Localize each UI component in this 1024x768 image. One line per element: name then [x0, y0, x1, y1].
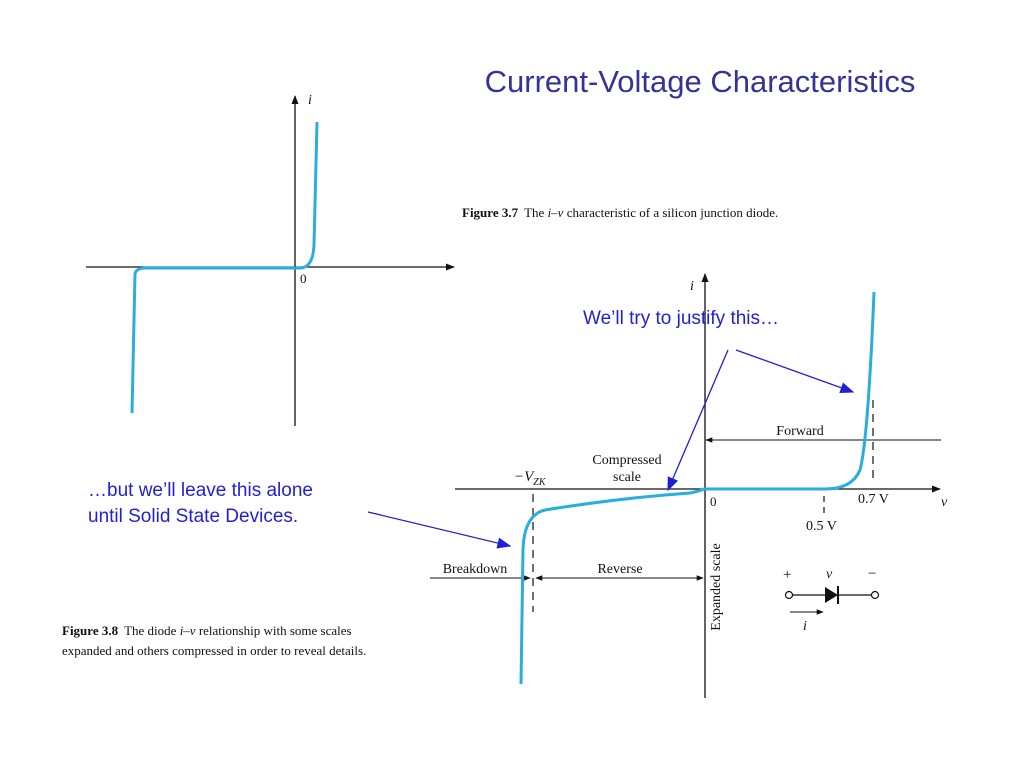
annotation-arrows — [367, 349, 855, 549]
annotation-leave-alone: …but we’ll leave this alone until Solid … — [88, 478, 388, 530]
fig38-axis-i-label: i — [690, 279, 694, 294]
diode-minus-label: − — [868, 566, 876, 582]
figure-3-7-number: Figure 3.7 — [462, 205, 519, 220]
compressed-scale-line1: Compressed — [592, 453, 661, 468]
forward-label: Forward — [776, 424, 823, 439]
diode-anode-terminal — [784, 590, 794, 600]
slide-title: Current-Voltage Characteristics — [484, 64, 916, 99]
diode-symbol: + v − i — [783, 566, 880, 634]
diode-cathode-terminal — [870, 590, 880, 600]
v07-label: 0.7 V — [858, 492, 889, 507]
diode-i-label: i — [803, 619, 807, 634]
justify-arrow-forward — [735, 349, 855, 394]
diode-plus-label: + — [783, 567, 791, 583]
fig37-axis-i-label: i — [308, 93, 312, 108]
breakdown-label: Breakdown — [443, 562, 508, 577]
vzk-label: −VZK — [514, 469, 547, 488]
v05-label: 0.5 V — [806, 519, 837, 534]
expanded-scale-label: Expanded scale — [709, 543, 724, 630]
fig38-origin-label: 0 — [710, 494, 717, 509]
fig37-iv-curve — [130, 121, 319, 414]
diode-triangle — [825, 587, 838, 603]
annotation-leave-line1: …but we’ll leave this alone — [88, 480, 313, 501]
annotation-justify: We’ll try to justify this… — [583, 308, 780, 329]
figure-3-8: i v 0 Forward Reverse Breakdown Compress… — [430, 273, 948, 698]
fig38-axis-v-label: v — [941, 495, 948, 510]
annotation-leave-line2: until Solid State Devices. — [88, 506, 299, 527]
figure-3-7: i 0 — [86, 93, 455, 426]
fig37-origin-label: 0 — [300, 271, 307, 286]
figure-3-8-number: Figure 3.8 — [62, 623, 119, 638]
compressed-scale-line2: scale — [613, 470, 641, 485]
reverse-label: Reverse — [597, 562, 642, 577]
justify-arrow-compressed — [667, 349, 729, 492]
leave-arrow-breakdown — [367, 511, 512, 549]
fig38-iv-curve — [519, 291, 876, 685]
diode-v-label: v — [826, 567, 833, 582]
